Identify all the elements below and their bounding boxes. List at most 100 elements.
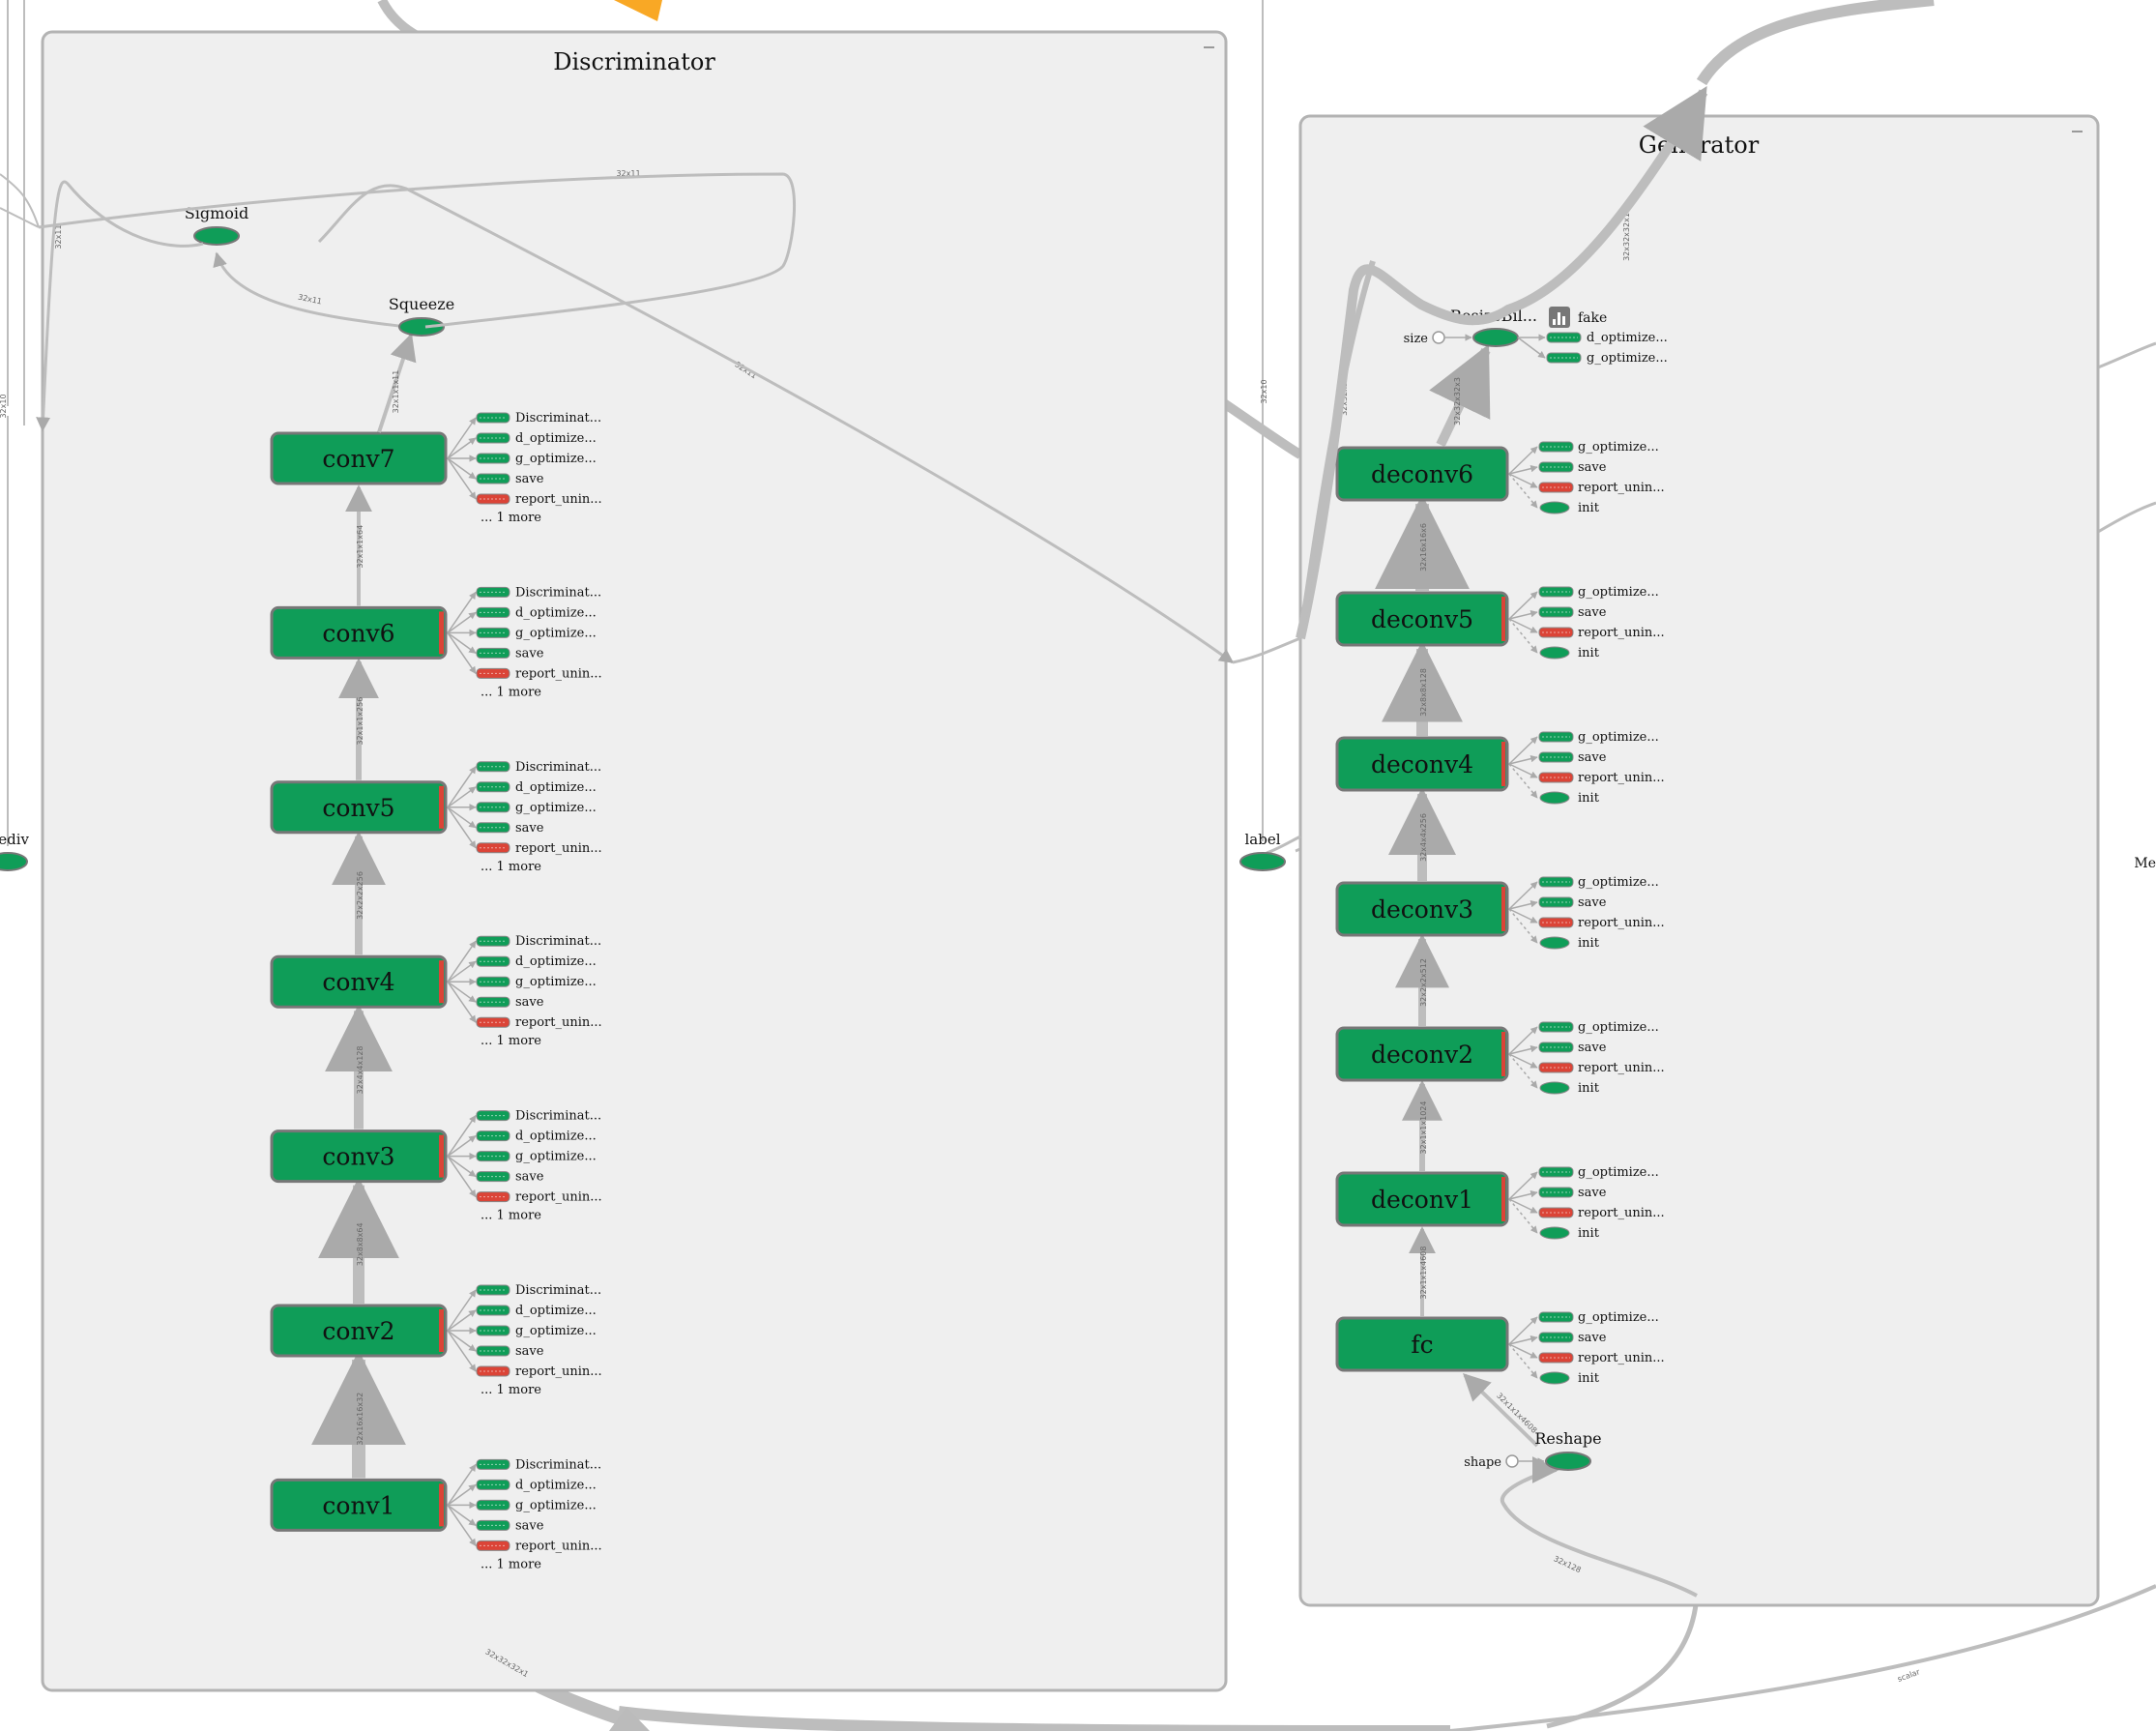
collapse-icon[interactable] [2072,131,2083,132]
dependency-pill[interactable] [1538,482,1574,493]
div-node[interactable] [0,852,28,871]
conv3-node[interactable]: conv3 [270,1130,448,1184]
dependency-pill[interactable] [476,761,510,773]
deconv5-node[interactable]: deconv5 [1335,591,1509,647]
conv6-node[interactable]: conv6 [270,605,448,660]
dependency-pill[interactable] [1538,1207,1574,1218]
dependency-pill[interactable] [476,1479,510,1490]
dependency-pill[interactable] [476,842,510,854]
fc-node[interactable]: fc [1335,1316,1509,1372]
deconv4-body [1335,736,1509,792]
conv5-node[interactable]: conv5 [270,780,448,835]
dependency-pill[interactable] [476,432,510,444]
dependency-pill[interactable] [1538,1166,1574,1178]
init-node[interactable] [1539,646,1570,660]
dependency-pill[interactable] [476,1151,510,1162]
dependency-pill[interactable] [476,1345,510,1357]
generator-group[interactable]: Generator 32x16x16x6deconv6g_optimize...… [1298,114,2100,1607]
dependency-pill[interactable] [1538,731,1574,743]
resize-bilinear-node[interactable] [1472,328,1519,347]
dependency-pill[interactable] [1538,772,1574,783]
control-edge [447,1289,477,1332]
dependency-pill[interactable] [1538,896,1574,908]
init-node[interactable] [1539,1371,1570,1385]
init-node[interactable] [1539,501,1570,514]
reshape-node[interactable] [1545,1452,1591,1471]
discriminator-box [41,30,1228,1692]
dependency-pill[interactable] [476,667,510,679]
dependency-pill[interactable] [476,1365,510,1377]
dependency-pill[interactable] [476,1458,510,1470]
conv2-node[interactable]: conv2 [270,1304,448,1358]
dependency-pill[interactable] [476,1110,510,1122]
dependency-pill[interactable] [476,955,510,967]
init-node[interactable] [1539,1226,1570,1240]
deconv2-node[interactable]: deconv2 [1335,1026,1509,1082]
dependency-label: report_unin... [1578,771,1665,785]
sigmoid-node[interactable] [193,226,240,246]
dependency-pill[interactable] [476,822,510,834]
dependency-pill[interactable] [1538,1021,1574,1033]
dependency-pill[interactable] [1546,352,1582,364]
dependency-pill[interactable] [1538,461,1574,473]
dependency-pill[interactable] [1538,441,1574,453]
summary-icon[interactable] [1549,307,1570,328]
dependency-pill[interactable] [476,1171,510,1183]
dependency-pill[interactable] [1538,606,1574,618]
deconv6-node[interactable]: deconv6 [1335,446,1509,502]
dependency-pill[interactable] [1538,1187,1574,1198]
dependency-pill[interactable] [1538,1332,1574,1343]
conv1-node[interactable]: conv1 [270,1478,448,1532]
dependency-label: init [1578,1081,1600,1096]
dependency-pill[interactable] [476,996,510,1008]
dependency-pill[interactable] [476,1016,510,1028]
dependency-pill[interactable] [476,1540,510,1551]
dependency-pill[interactable] [1538,876,1574,888]
collapse-icon[interactable] [1204,46,1214,48]
dependency-pill[interactable] [1538,751,1574,763]
dependency-pill[interactable] [476,453,510,464]
dependency-pill[interactable] [476,1519,510,1531]
label-node[interactable] [1239,852,1286,871]
dependency-pill[interactable] [476,802,510,813]
conv4-label: conv4 [322,968,394,996]
edge-label: 32x2x2x256 [356,871,364,920]
dependency-pill[interactable] [1538,1062,1574,1073]
dependency-pill[interactable] [476,606,510,618]
deconv1-node[interactable]: deconv1 [1335,1171,1509,1227]
pill-body [1538,751,1574,763]
dependency-pill[interactable] [476,473,510,484]
dependency-pill[interactable] [1538,627,1574,638]
dependency-pill[interactable] [476,976,510,987]
dependency-pill[interactable] [1546,332,1582,343]
conv7-node[interactable]: conv7 [270,431,448,485]
dependency-pill[interactable] [476,1305,510,1316]
dependency-pill[interactable] [1538,1352,1574,1364]
dependency-pill[interactable] [476,1130,510,1142]
deconv4-node[interactable]: deconv4 [1335,736,1509,792]
dependency-pill[interactable] [476,935,510,947]
init-node[interactable] [1539,1081,1570,1095]
dependency-pill[interactable] [476,781,510,793]
dependency-pill[interactable] [476,647,510,659]
init-node[interactable] [1539,791,1570,805]
dependency-pill[interactable] [1538,917,1574,928]
dependency-pill[interactable] [476,1325,510,1336]
dependency-pill[interactable] [476,1191,510,1203]
discriminator-group[interactable]: Discriminator 32x1x1x64conv7Discriminat.… [41,30,1228,1692]
dependency-pill[interactable] [476,586,510,598]
dependency-pill[interactable] [1538,1311,1574,1323]
init-node[interactable] [1539,936,1570,950]
dependency-pill[interactable] [1538,1042,1574,1053]
dependency-pill[interactable] [476,1284,510,1296]
dependency-pill[interactable] [476,627,510,638]
control-edge [1508,1026,1538,1055]
more-label: ... 1 more [481,685,541,699]
conv4-node[interactable]: conv4 [270,954,448,1009]
dependency-pill[interactable] [1538,586,1574,598]
dependency-pill[interactable] [476,1499,510,1511]
dependency-pill[interactable] [476,493,510,505]
dependency-pill[interactable] [476,412,510,424]
squeeze-node[interactable] [398,317,445,337]
deconv3-node[interactable]: deconv3 [1335,881,1509,937]
